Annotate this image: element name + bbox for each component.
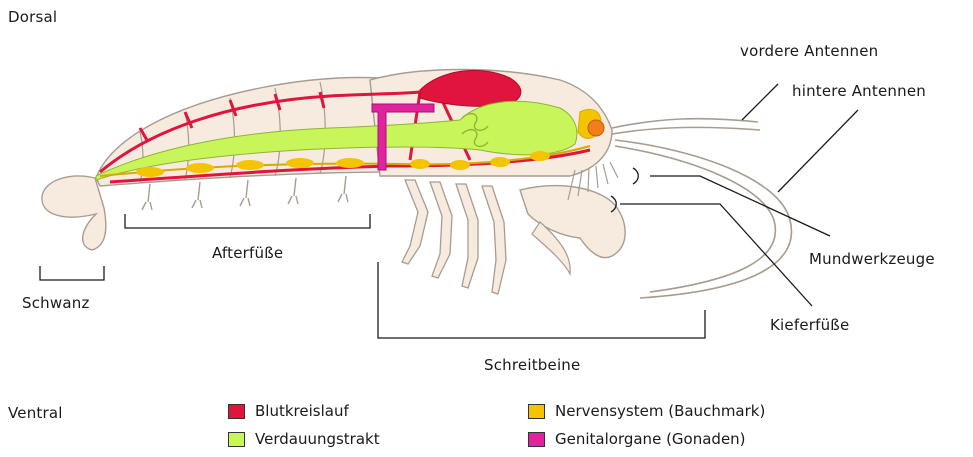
walking-legs	[402, 180, 506, 294]
legend-item-nervensystem: Nervensystem (Bauchmark)	[528, 402, 765, 420]
legend-item-genitalorgane: Genitalorgane (Gonaden)	[528, 430, 746, 448]
legend-label: Genitalorgane (Gonaden)	[555, 430, 746, 448]
legend-swatch-red	[228, 404, 245, 419]
legend-item-verdauungstrakt: Verdauungstrakt	[228, 430, 380, 448]
legend-label: Verdauungstrakt	[255, 430, 380, 448]
mundwerkzeuge-label: Mundwerkzeuge	[809, 250, 935, 268]
legend-label: Blutkreislauf	[255, 402, 349, 420]
schwanz-label: Schwanz	[22, 294, 90, 312]
afterfuesse-label: Afterfüße	[212, 244, 283, 262]
legend-label: Nervensystem (Bauchmark)	[555, 402, 765, 420]
legend-item-blutkreislauf: Blutkreislauf	[228, 402, 349, 420]
hintere-antennen-label: hintere Antennen	[792, 82, 926, 100]
antennae	[612, 119, 791, 298]
claw	[520, 186, 625, 258]
legend-swatch-green	[228, 432, 245, 447]
legend-swatch-magenta	[528, 432, 545, 447]
schreitbeine-label: Schreitbeine	[484, 356, 580, 374]
kieferfuesse-label: Kieferfüße	[770, 316, 849, 334]
vordere-antennen-label: vordere Antennen	[740, 42, 878, 60]
tail-fan	[42, 176, 106, 250]
legend-swatch-yellow	[528, 404, 545, 419]
brain	[588, 120, 604, 136]
